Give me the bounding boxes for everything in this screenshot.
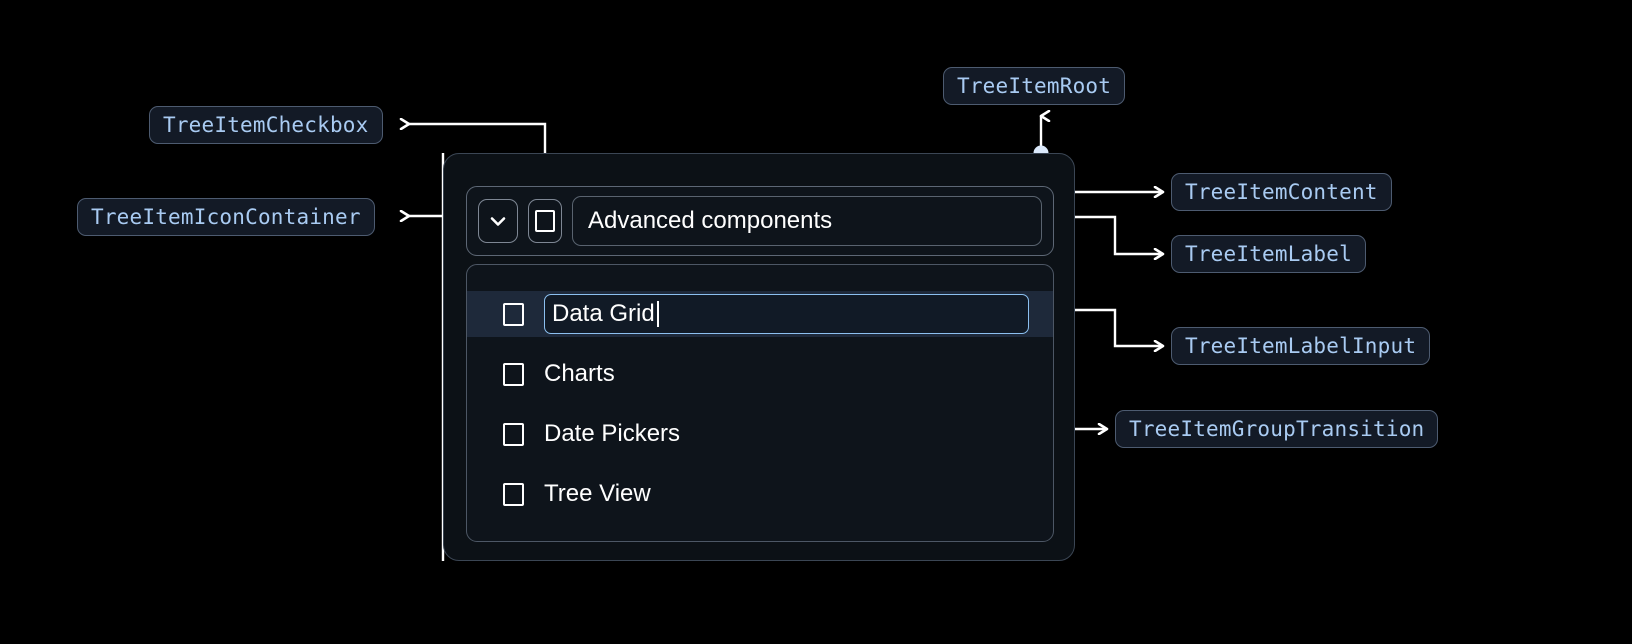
annotation-tree-item-label-input: TreeItemLabelInput xyxy=(1171,327,1431,365)
checkbox-box xyxy=(535,210,555,232)
tree-item-icon-container[interactable] xyxy=(478,199,518,243)
tree-item-label: Charts xyxy=(544,360,615,387)
tree-item-row[interactable]: Tree View xyxy=(467,471,1053,517)
tree-item-label[interactable]: Advanced components xyxy=(572,196,1042,246)
text-caret xyxy=(656,301,659,327)
tree-item-label-input-value: Data Grid xyxy=(552,300,655,327)
tree-item-group-transition: Data Grid Charts Date Pickers Tree View xyxy=(466,264,1054,542)
tree-item-checkbox[interactable] xyxy=(503,362,524,386)
tree-item-label: Tree View xyxy=(544,480,651,507)
tree-item-root: Advanced components Data Grid Charts Dat… xyxy=(443,153,1075,561)
annotation-tree-item-root: TreeItemRoot xyxy=(943,67,1126,105)
tree-item-label: Date Pickers xyxy=(544,420,681,447)
tree-item-checkbox[interactable] xyxy=(528,199,562,243)
annotation-tree-item-icon-container: TreeItemIconContainer xyxy=(77,198,375,236)
tree-item-row[interactable]: Data Grid xyxy=(467,291,1053,337)
annotation-tree-item-label: TreeItemLabel xyxy=(1171,235,1366,273)
tree-item-row[interactable]: Date Pickers xyxy=(467,411,1053,457)
annotation-tree-item-group-transition: TreeItemGroupTransition xyxy=(1115,410,1439,448)
tree-item-checkbox[interactable] xyxy=(503,482,524,506)
annotation-tree-item-checkbox: TreeItemCheckbox xyxy=(149,106,383,144)
tree-item-checkbox[interactable] xyxy=(503,302,524,326)
tree-item-content[interactable]: Advanced components xyxy=(466,186,1054,256)
annotation-tree-item-content: TreeItemContent xyxy=(1171,173,1392,211)
tree-item-checkbox[interactable] xyxy=(503,422,524,446)
tree-item-label-input[interactable]: Data Grid xyxy=(544,294,1029,334)
tree-item-row[interactable]: Charts xyxy=(467,351,1053,397)
chevron-down-icon xyxy=(486,209,510,233)
